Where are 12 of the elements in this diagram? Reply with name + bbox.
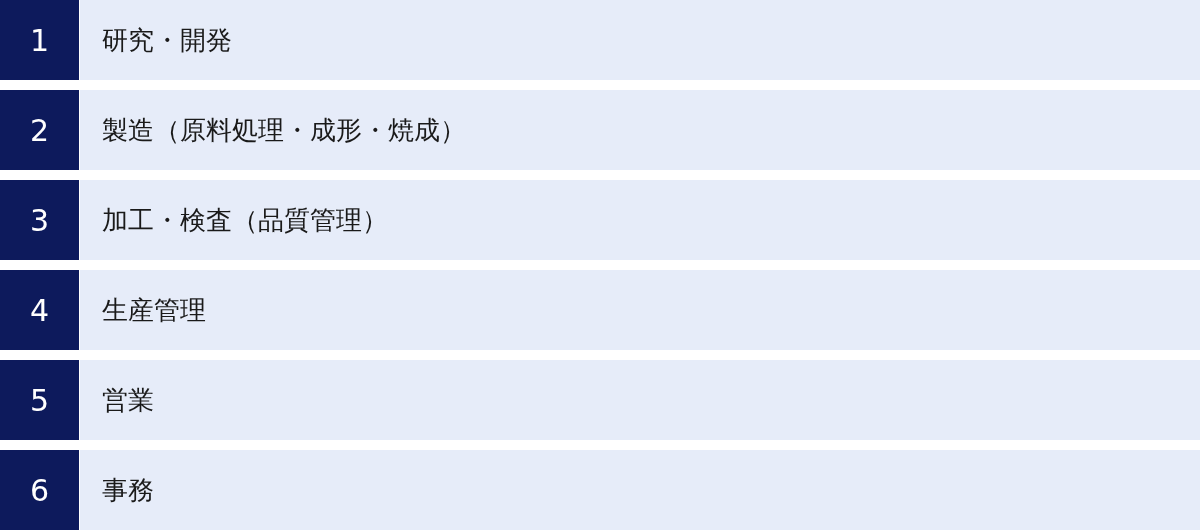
item-text: 事務 [102, 473, 154, 507]
step-number: 3 [0, 180, 79, 260]
step-number: 4 [0, 270, 79, 350]
step-number: 6 [0, 450, 79, 530]
step-number: 5 [0, 360, 79, 440]
step-number: 2 [0, 90, 79, 170]
item-text: 加工・検査（品質管理） [102, 203, 388, 237]
item-text: 営業 [102, 383, 154, 417]
item-text: 生産管理 [102, 293, 206, 327]
item-text: 研究・開発 [102, 23, 232, 57]
item-text: 製造（原料処理・成形・焼成） [102, 113, 466, 147]
step-number: 1 [0, 0, 79, 80]
